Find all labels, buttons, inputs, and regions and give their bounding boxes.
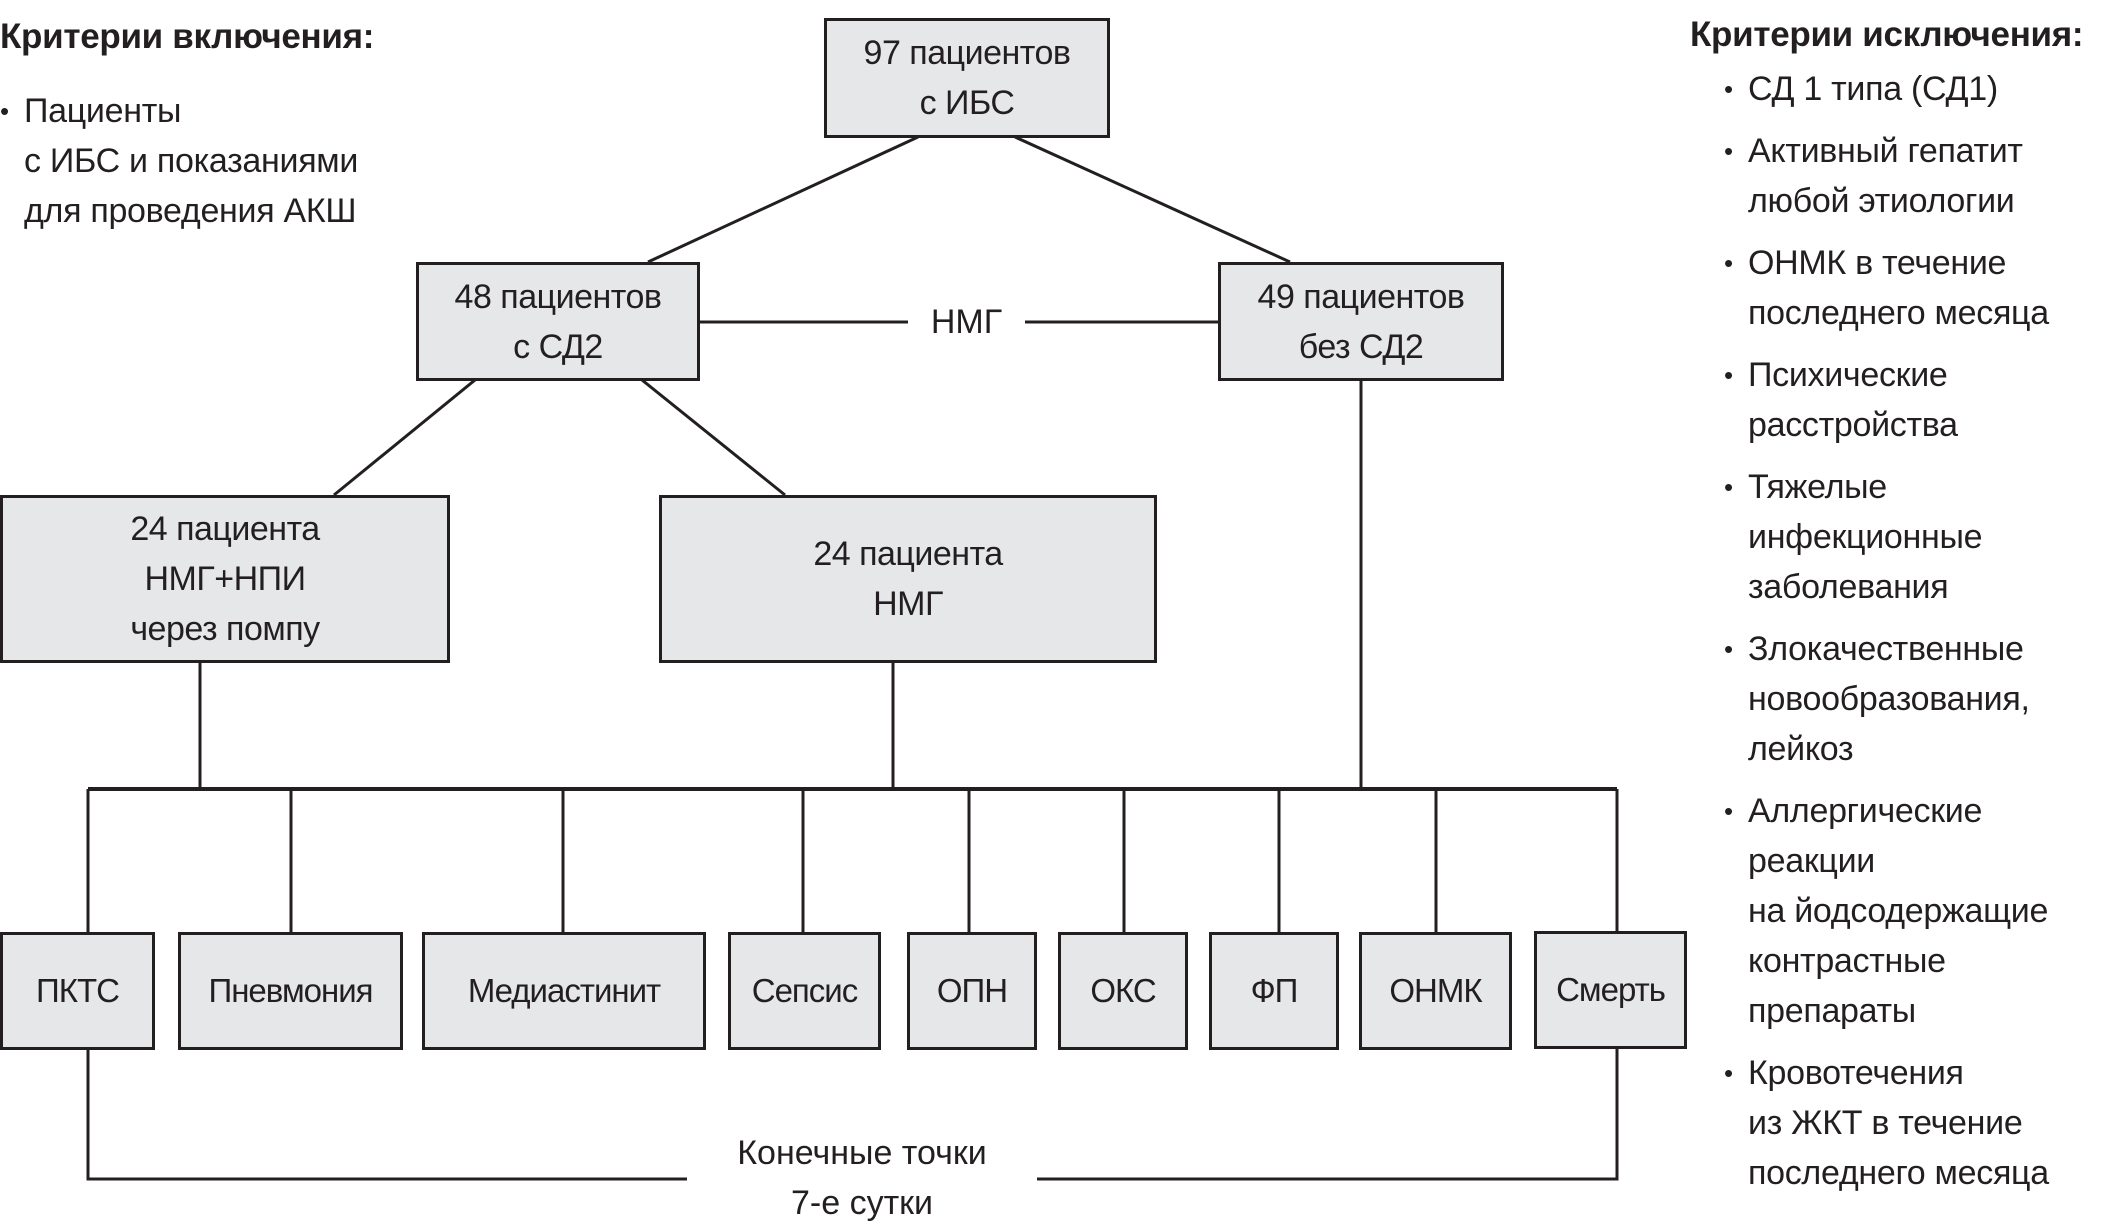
exclusion-item: • СД 1 типа (СД1) — [1724, 64, 2083, 114]
exclusion-item-line: инфекционные — [1748, 518, 1983, 556]
node-text: 48 пациентов — [454, 277, 662, 316]
exclusion-item-line: последнего месяца — [1748, 1154, 2049, 1192]
connector-dm2-to-nmg — [641, 378, 786, 497]
endpoint-onmk: ОНМК — [1359, 932, 1512, 1050]
exclusion-item: • Психические расстройства — [1724, 350, 2083, 450]
node-total-patients: 97 пациентов с ИБС — [824, 18, 1110, 138]
inclusion-item: • Пациенты с ИБС и показаниями для прове… — [0, 86, 374, 236]
bracket-right — [1037, 1049, 1619, 1181]
bullet-icon: • — [1724, 74, 1733, 104]
exclusion-item-line: препараты — [1748, 992, 1916, 1030]
node-text: без СД2 — [1298, 327, 1424, 366]
exclusion-item-line: лейкоз — [1748, 730, 1854, 768]
node-nmg-npi-pump: 24 пациента НМГ+НПИ через помпу — [0, 495, 450, 663]
endpoints-caption-line: Конечные точки — [737, 1134, 987, 1172]
bullet-icon: • — [1724, 472, 1733, 502]
exclusion-item-line: Злокачественные — [1748, 630, 2024, 668]
exclusion-item-line: СД 1 типа (СД1) — [1748, 70, 1998, 108]
exclusion-item: • Тяжелые инфекционные заболевания — [1724, 462, 2083, 612]
node-text: 24 пациента — [130, 510, 320, 548]
exclusion-item-line: Тяжелые — [1748, 468, 1887, 506]
bullet-icon: • — [1724, 248, 1733, 278]
endpoint-mediastinitis: Медиастинит — [422, 932, 706, 1050]
connector-total-to-with-dm2 — [647, 135, 919, 264]
exclusion-item-line: Кровотечения — [1748, 1054, 1964, 1092]
exclusion-item-line: на йодсодержащие — [1748, 892, 2049, 930]
endpoint-oks: ОКС — [1058, 932, 1188, 1050]
inclusion-criteria: Критерии включения: • Пациенты с ИБС и п… — [0, 12, 374, 239]
exclusion-item-line: Аллергические — [1748, 792, 1983, 830]
exclusion-item-line: Активный гепатит — [1748, 132, 2023, 170]
nmg-link-label: НМГ — [930, 303, 1003, 341]
connector-total-to-without-dm2 — [1014, 135, 1291, 264]
bullet-icon: • — [1724, 796, 1733, 826]
endpoints-caption-line: 7-е сутки — [790, 1184, 934, 1222]
exclusion-item-line: ОНМК в течение — [1748, 244, 2007, 282]
node-text: с ИБС — [919, 84, 1015, 122]
exclusion-item-line: заболевания — [1748, 568, 1949, 606]
exclusion-item-line: любой этиологии — [1748, 182, 2015, 220]
exclusion-list: • СД 1 типа (СД1) • Активный гепатит люб… — [1724, 64, 2083, 1198]
node-nmg-only: 24 пациента НМГ — [659, 495, 1157, 663]
exclusion-item-line: Психические — [1748, 356, 1948, 394]
bracket-left — [86, 1049, 687, 1181]
endpoint-death: Смерть — [1534, 931, 1687, 1049]
bullet-icon: • — [1724, 634, 1733, 664]
bullet-icon: • — [1724, 136, 1733, 166]
endpoints-caption: Конечные точки 7-е сутки — [687, 1128, 1037, 1228]
endpoint-fp: ФП — [1209, 932, 1339, 1050]
exclusion-title: Критерии исключения: — [1690, 15, 2084, 54]
exclusion-item: • Кровотечения из ЖКТ в течение последне… — [1724, 1048, 2083, 1198]
exclusion-item-line: расстройства — [1748, 406, 1958, 444]
inclusion-list: • Пациенты с ИБС и показаниями для прове… — [0, 86, 374, 236]
exclusion-item: • Злокачественные новообразования, лейко… — [1724, 624, 2083, 774]
node-text: через помпу — [130, 610, 320, 648]
exclusion-item: • Активный гепатит любой этиологии — [1724, 126, 2083, 226]
exclusion-item-line: последнего месяца — [1748, 294, 2049, 332]
node-without-dm2: 49 пациентов без СД2 — [1218, 262, 1504, 381]
endpoint-sepsis: Сепсис — [728, 932, 881, 1050]
exclusion-item-line: новообразования, — [1748, 680, 2030, 718]
exclusion-item-line: из ЖКТ в течение — [1748, 1104, 2023, 1142]
exclusion-item: • Аллергические реакции на йодсодержащие… — [1724, 786, 2083, 1036]
inclusion-item-line: для проведения АКШ — [24, 192, 357, 230]
exclusion-item-line: контрастные — [1748, 942, 1946, 980]
inclusion-item-line: Пациенты — [24, 92, 182, 130]
exclusion-item-line: реакции — [1748, 842, 1875, 880]
exclusion-item: • ОНМК в течение последнего месяца — [1724, 238, 2083, 338]
node-with-dm2: 48 пациентов с СД2 — [416, 262, 700, 381]
node-text: НМГ — [873, 585, 943, 623]
inclusion-title: Критерии включения: — [0, 17, 375, 56]
node-text: 24 пациента — [813, 535, 1003, 573]
endpoint-opn: ОПН — [907, 932, 1037, 1050]
bullet-icon: • — [0, 96, 9, 126]
node-text: 97 пациентов — [863, 34, 1071, 72]
endpoint-pneumonia: Пневмония — [178, 932, 403, 1050]
node-text: 49 пациентов — [1257, 277, 1465, 316]
node-text: НМГ+НПИ — [144, 560, 306, 598]
endpoint-pkts: ПКТС — [0, 932, 155, 1050]
bullet-icon: • — [1724, 360, 1733, 390]
bullet-icon: • — [1724, 1058, 1733, 1088]
inclusion-item-line: с ИБС и показаниями — [24, 142, 359, 180]
node-text: с СД2 — [513, 327, 603, 366]
connector-dm2-to-nmg-npi — [333, 378, 476, 497]
exclusion-criteria: Критерии исключения: • СД 1 типа (СД1) •… — [1690, 10, 2084, 1210]
